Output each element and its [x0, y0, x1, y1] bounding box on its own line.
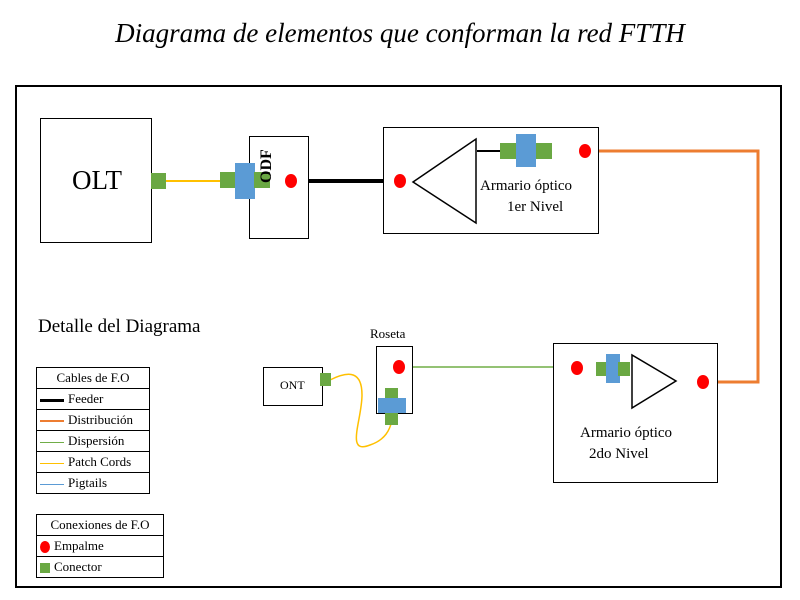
odf-connector-left [220, 172, 236, 188]
legend-item-pigtails: Pigtails [36, 472, 150, 494]
pigtails-swatch [40, 483, 64, 485]
armario2-splitter-triangle [631, 353, 678, 410]
diagram-title: Diagrama de elementos que conforman la r… [115, 18, 685, 48]
odf-adapter [235, 163, 255, 199]
legend-label: Distribución [68, 412, 133, 427]
legend-item-patch-cords: Patch Cords [36, 451, 150, 473]
armario2-adapter [606, 354, 620, 383]
armario1-label-line2: 1er Nivel [507, 199, 564, 215]
distribution-cable [585, 149, 760, 384]
cables-legend: Cables de F.O Feeder Distribución Disper… [36, 367, 150, 494]
dispersion-swatch [40, 441, 64, 443]
ont-box [263, 367, 323, 406]
armario2-connector-right [618, 362, 630, 376]
legend-label: Dispersión [68, 433, 125, 448]
armario2-connector-left [596, 362, 608, 376]
armario1-label-line1: Armario óptico [480, 178, 573, 194]
legend-item-dispersion: Dispersión [36, 430, 150, 452]
armario2-label-line2: 2do Nivel [589, 446, 649, 462]
odf-connector-right [254, 172, 270, 188]
armario1-adapter [516, 134, 536, 167]
diagram-frame [15, 85, 782, 588]
roseta-label: Roseta [370, 326, 406, 341]
odf-label: ODF [258, 149, 275, 183]
odf-splice [285, 174, 297, 188]
legend-item-conector: Conector [36, 556, 164, 578]
legend-label: Pigtails [68, 475, 108, 490]
legend-item-distribucion: Distribución [36, 409, 150, 431]
connections-legend-header: Conexiones de F.O [36, 514, 164, 536]
detail-title: Detalle del Diagrama [38, 316, 201, 337]
armario2-splice-in [571, 361, 583, 375]
patch-cord-ont-roseta [329, 373, 393, 448]
ont-label: ONT [280, 378, 305, 392]
legend-label: Conector [54, 559, 102, 574]
patch-cords-swatch [40, 462, 64, 464]
olt-connector [151, 173, 166, 189]
legend-label: Patch Cords [68, 454, 132, 469]
armario1-splice-out [579, 144, 591, 158]
red-dot-icon [40, 541, 50, 554]
armario1-splitter-triangle [411, 137, 477, 225]
roseta-splice [393, 360, 405, 374]
armario2-label-line1: Armario óptico [580, 425, 673, 441]
distribucion-swatch [40, 420, 64, 423]
armario1-connector-left [500, 143, 516, 159]
armario1-splitter-out [477, 150, 505, 152]
legend-label: Empalme [54, 538, 104, 553]
legend-item-feeder: Feeder [36, 388, 150, 410]
armario1-connector-right [536, 143, 552, 159]
roseta-connector-bottom [385, 413, 398, 425]
ont-connector [320, 373, 331, 386]
armario2-splice-out [697, 375, 709, 389]
roseta-connector-top [385, 388, 398, 399]
olt-label: OLT [72, 165, 123, 195]
feeder-swatch [40, 398, 64, 402]
cables-legend-header: Cables de F.O [36, 367, 150, 389]
legend-label: Feeder [68, 391, 104, 406]
armario1-splice-in [394, 174, 406, 188]
green-square-icon [40, 563, 50, 574]
roseta-adapter [378, 398, 406, 413]
legend-item-empalme: Empalme [36, 535, 164, 557]
olt-box [40, 118, 152, 243]
connections-legend: Conexiones de F.O Empalme Conector [36, 514, 164, 578]
